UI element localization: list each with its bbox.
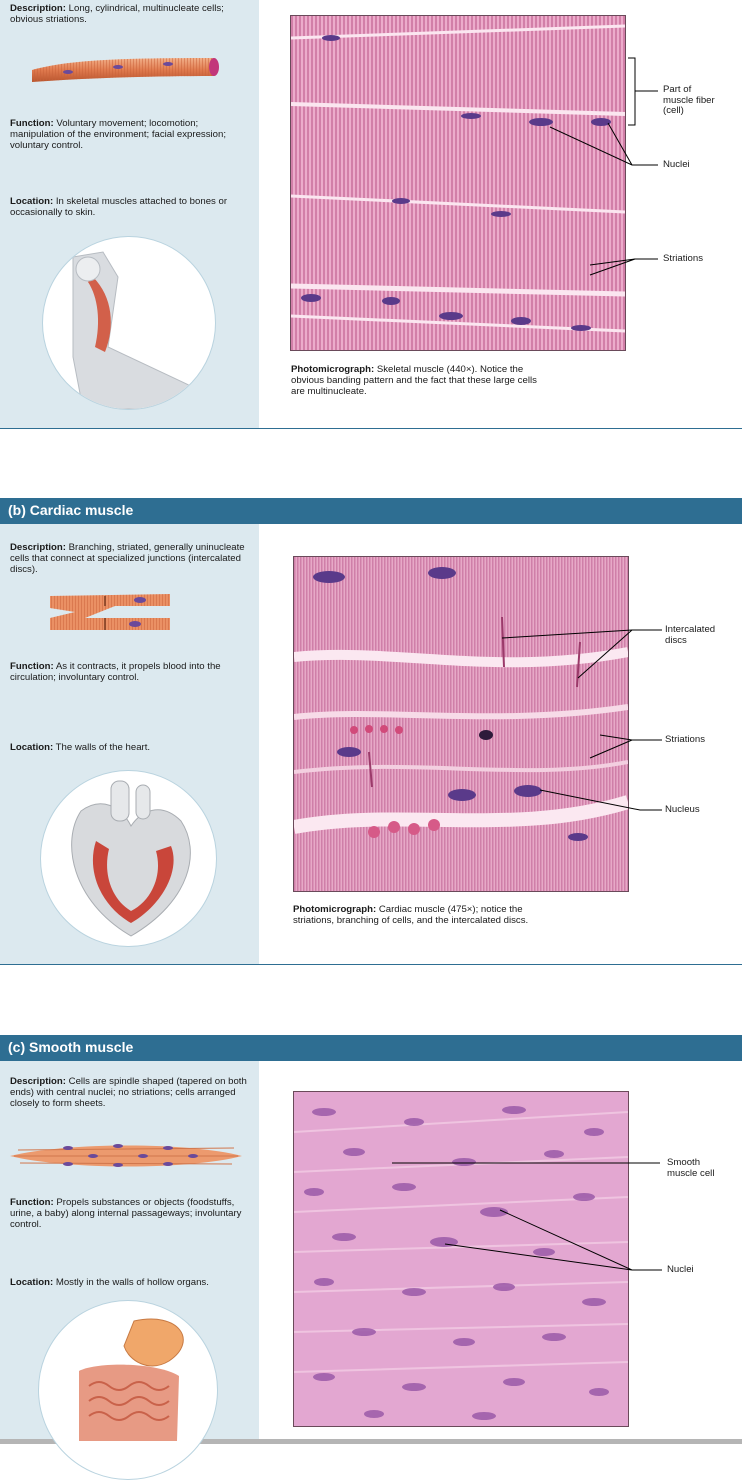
callout-intercalated-discs: Intercalated discs (665, 624, 716, 646)
callout-cardiac-striations: Striations (665, 734, 705, 745)
smooth-photomicrograph (293, 1091, 629, 1427)
skeletal-section-rule (0, 428, 742, 429)
callout-nuclei: Nuclei (663, 159, 690, 170)
digestive-organs-illustration (38, 1300, 218, 1480)
callout-muscle-fiber: Part of muscle fiber (cell) (663, 84, 715, 116)
cardiac-location: Location: The walls of the heart. (10, 742, 151, 753)
smooth-description: Description: Cells are spindle shaped (t… (10, 1076, 247, 1109)
skeletal-fiber-illustration (32, 58, 219, 82)
heart-illustration (40, 770, 217, 947)
skeletal-photomicrograph (290, 15, 626, 351)
bottom-edge-strip (0, 1439, 742, 1444)
callout-nucleus: Nucleus (665, 804, 700, 815)
cardiac-section-header: (b) Cardiac muscle (0, 498, 742, 524)
skeletal-description: Description: Long, cylindrical, multinuc… (10, 3, 224, 25)
skeletal-leader-lines (549, 57, 658, 276)
cardiac-cell-illustration (50, 594, 170, 630)
smooth-cells-illustration (10, 1144, 242, 1167)
smooth-location: Location: Mostly in the walls of hollow … (10, 1277, 209, 1288)
cardiac-leader-lines (501, 629, 662, 811)
callout-smooth-muscle-cell: Smooth muscle cell (667, 1157, 715, 1179)
smooth-leader-lines (392, 1162, 662, 1271)
cardiac-caption: Photomicrograph: Cardiac muscle (475×); … (293, 904, 529, 926)
arm-illustration (42, 236, 216, 410)
skeletal-caption: Photomicrograph: Skeletal muscle (440×).… (291, 364, 537, 397)
smooth-function: Function: Propels substances or objects … (10, 1197, 242, 1230)
skeletal-location: Location: In skeletal muscles attached t… (10, 196, 228, 218)
cardiac-description: Description: Branching, striated, genera… (10, 542, 245, 575)
skeletal-function: Function: Voluntary movement; locomotion… (10, 118, 226, 151)
callout-striations: Striations (663, 253, 703, 264)
cardiac-function: Function: As it contracts, it propels bl… (10, 661, 221, 683)
cardiac-photomicrograph (293, 556, 629, 892)
cardiac-section-rule (0, 964, 742, 965)
callout-smooth-nuclei: Nuclei (667, 1264, 694, 1275)
smooth-section-header: (c) Smooth muscle (0, 1035, 742, 1061)
